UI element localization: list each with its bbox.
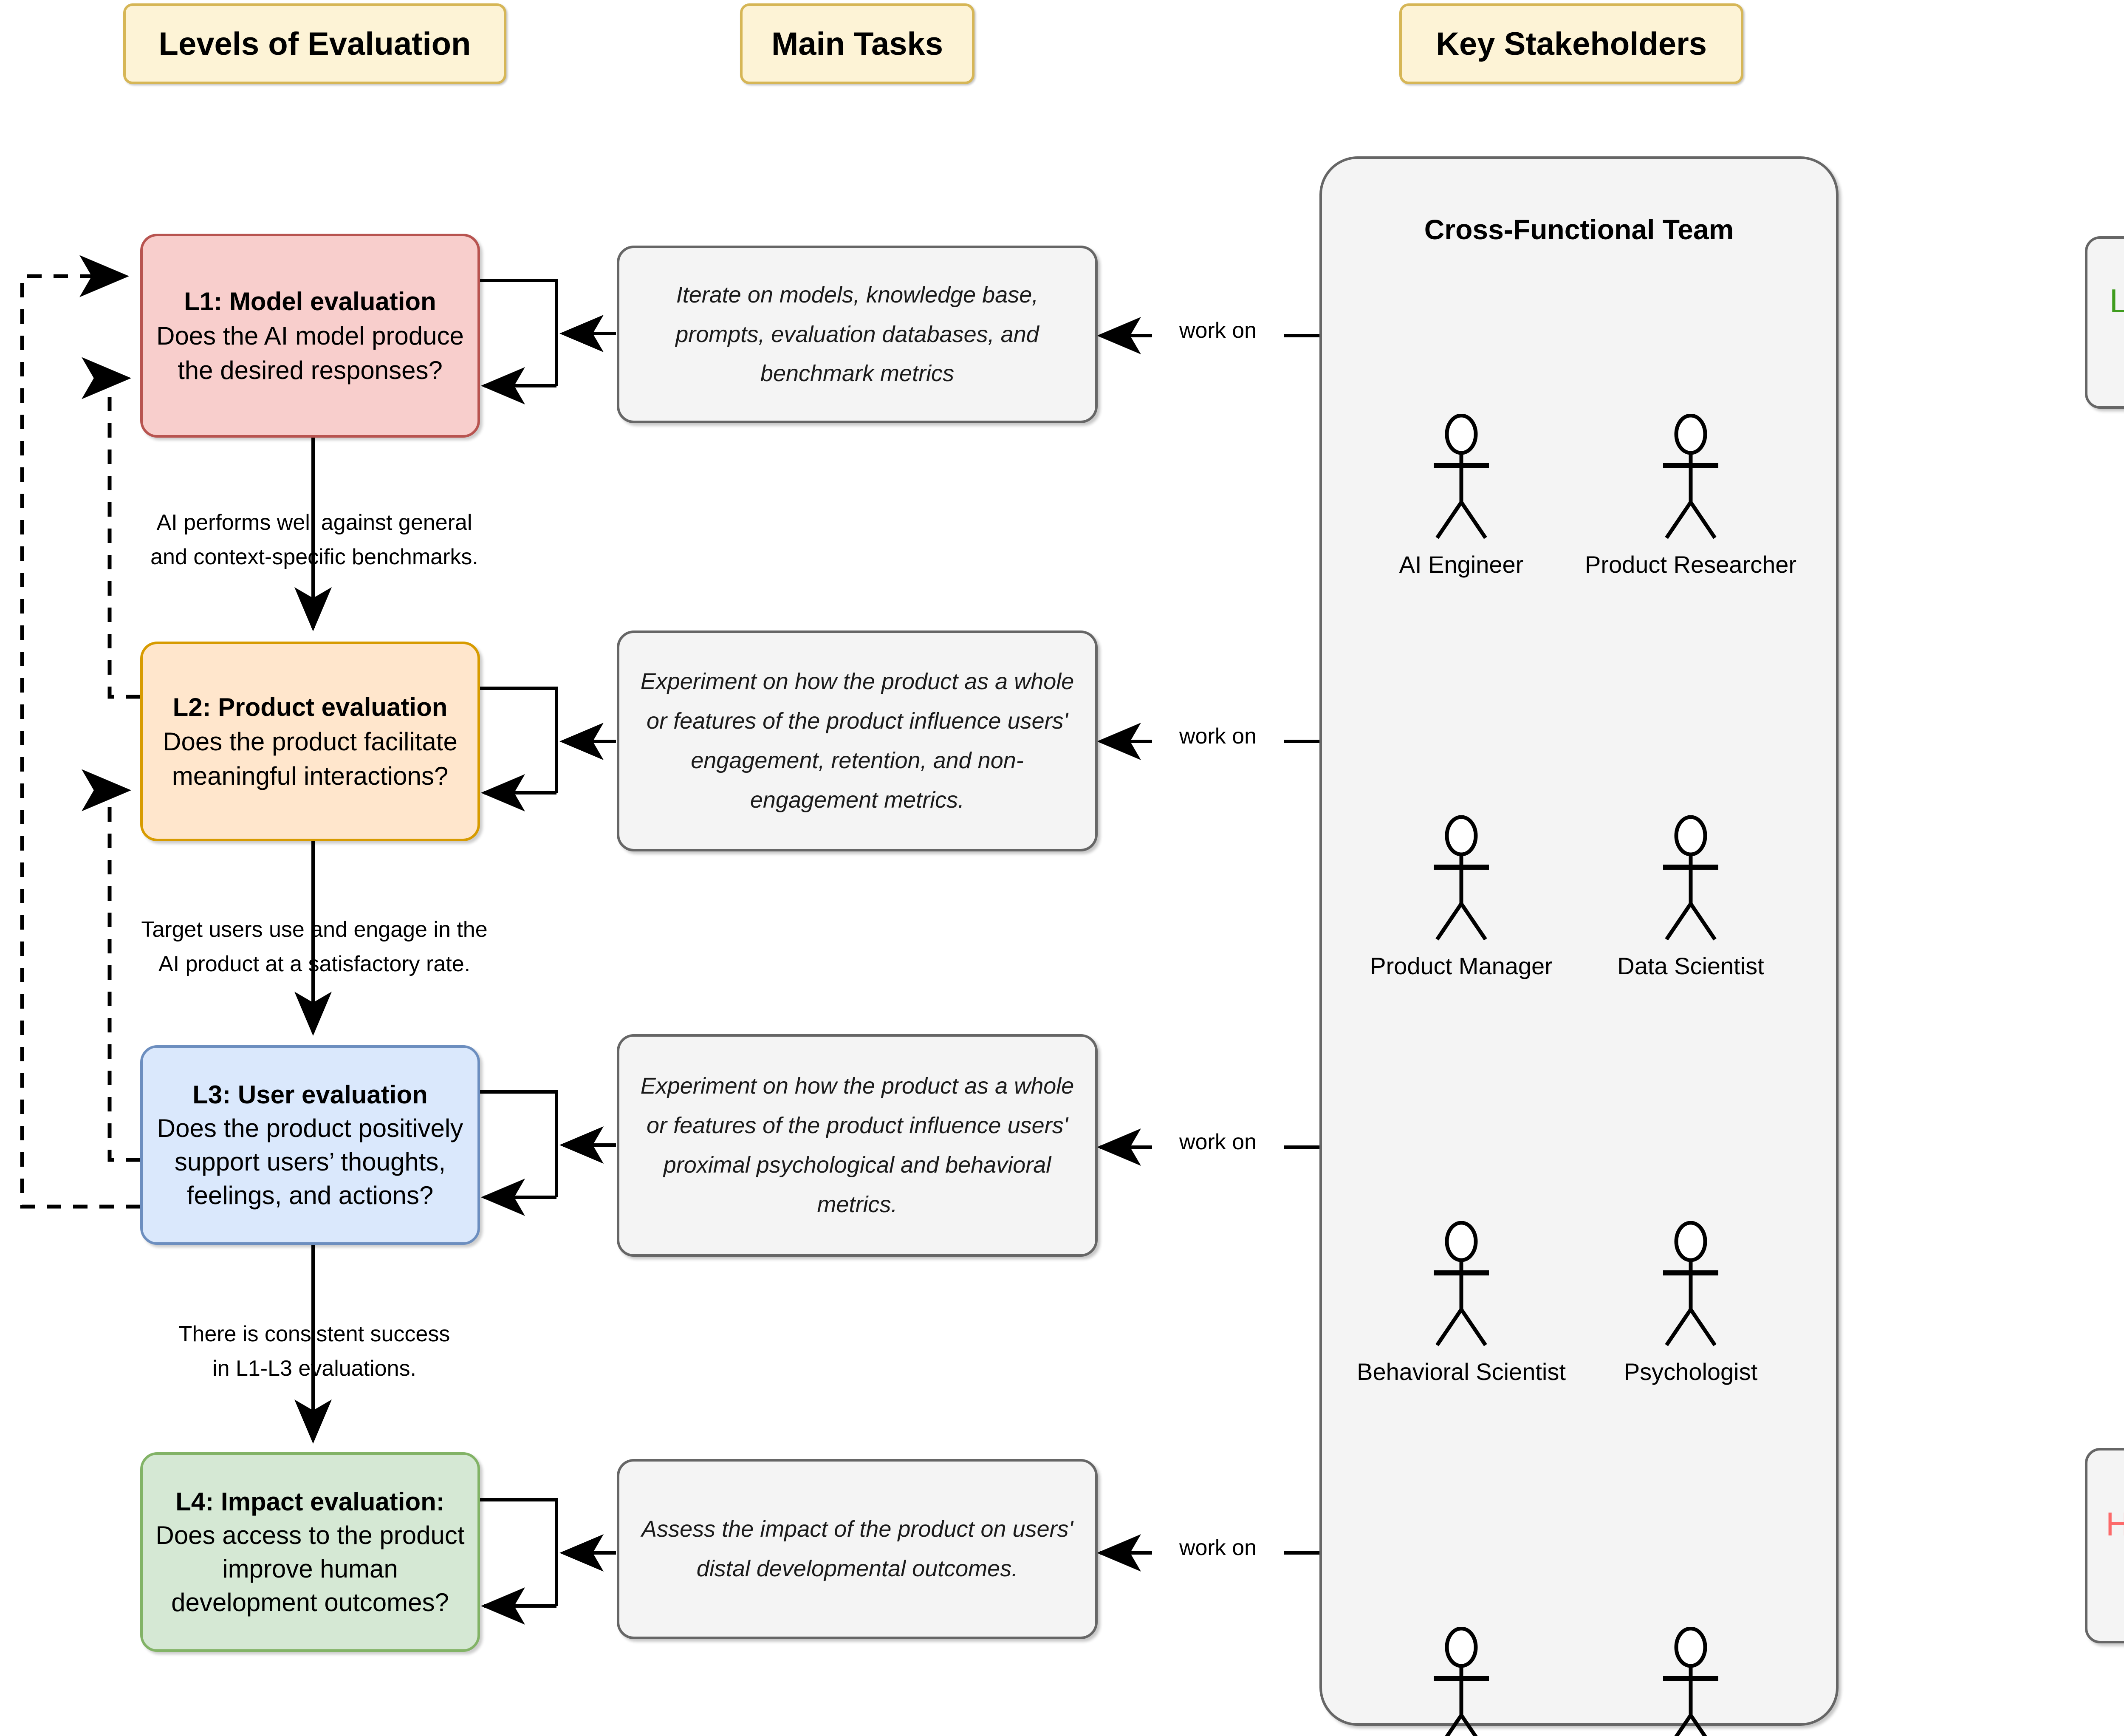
work-on-label-l4: work on [1152,1535,1284,1561]
column-header-levels: Levels of Evaluation [123,3,506,84]
stakeholder-ai-engineer[interactable]: AI Engineer [1376,414,1546,578]
stick-figure-icon [1663,1627,1718,1736]
implication-box-higher[interactable]: Higher cost, risk, and time spent [2085,1448,2124,1643]
cross-functional-team-panel: Cross-Functional Team AI Engineer Produc… [1319,156,1839,1736]
stakeholder-psychologist[interactable]: Psychologist [1597,1221,1784,1385]
column-header-stakeholders: Key Stakeholders [1399,3,1743,84]
stakeholder-label: Psychologist [1624,1358,1758,1385]
level-box-l2[interactable]: L2: Product evaluation Does the product … [140,642,480,841]
stakeholder-economist[interactable]: Economist [1376,1627,1546,1736]
task-box-l1-text: Iterate on models, knowledge base, promp… [675,282,1039,387]
level-box-l1[interactable]: L1: Model evaluation Does the AI model p… [140,234,480,438]
task-box-l4-text: Assess the impact of the product on user… [641,1516,1073,1581]
task-box-l3-text: Experiment on how the product as a whole… [640,1073,1074,1217]
stick-figure-icon [1663,414,1718,539]
level-box-l2-subtitle: Does the product facilitate meaningful i… [163,727,458,790]
level-box-l4-subtitle: Does access to the product improve human… [155,1521,465,1617]
level-box-l3-subtitle: Does the product positively support user… [157,1114,463,1210]
column-header-levels-label: Levels of Evaluation [158,25,471,62]
work-on-label-l1: work on [1152,318,1284,343]
stakeholder-data-scientist[interactable]: Data Scientist [1589,815,1793,980]
transition-label-l1-l2: AI performs well against general and con… [150,510,478,569]
level-box-l4-title: L4: Impact evaluation: [175,1487,445,1516]
stakeholder-product-manager[interactable]: Product Manager [1370,815,1553,980]
cross-functional-team-title: Cross-Functional Team [1424,214,1734,245]
stakeholder-label: AI Engineer [1399,551,1524,578]
work-on-label-l3: work on [1152,1129,1284,1155]
stakeholder-label: Product Researcher [1585,551,1797,578]
stakeholder-label: Product Manager [1370,953,1553,979]
implication-box-higher-text: Higher cost, risk, and time spent [2106,1505,2124,1543]
stakeholder-label: Data Scientist [1617,953,1764,979]
stick-figure-icon [1663,1221,1718,1346]
stick-figure-icon [1434,1221,1489,1346]
task-box-l4[interactable]: Assess the impact of the product on user… [617,1459,1098,1639]
task-box-l3[interactable]: Experiment on how the product as a whole… [617,1034,1098,1257]
stakeholder-label: Behavioral Scientist [1357,1358,1566,1385]
level-box-l4[interactable]: L4: Impact evaluation: Does access to th… [140,1452,480,1652]
transition-label-l2-l3: Target users use and engage in the AI pr… [141,917,488,976]
level-box-l1-title: L1: Model evaluation [184,287,436,316]
level-box-l3-title: L3: User evaluation [192,1080,428,1109]
implication-box-lower[interactable]: Lower cost, risk, and time spent [2085,236,2124,409]
implication-box-lower-text: Lower cost, risk, and time spent [2109,282,2124,319]
stakeholder-product-researcher[interactable]: Product Researcher [1585,414,1796,578]
task-box-l1[interactable]: Iterate on models, knowledge base, promp… [617,246,1098,423]
stakeholder-policy-researcher[interactable]: Policy Researcher [1589,1627,1793,1736]
stick-figure-icon [1663,815,1718,941]
level-box-l3[interactable]: L3: User evaluation Does the product pos… [140,1045,480,1245]
work-on-label-l2: work on [1152,724,1284,749]
transition-label-l3-l4: There is consistent success in L1-L3 eva… [178,1322,450,1381]
task-box-l2[interactable]: Experiment on how the product as a whole… [617,631,1098,851]
stick-figure-icon [1434,414,1489,539]
column-header-tasks: Main Tasks [740,3,974,84]
column-header-stakeholders-label: Key Stakeholders [1436,25,1707,62]
stakeholder-behavioral-scientist[interactable]: Behavioral Scientist [1357,1221,1566,1385]
level-box-l2-title: L2: Product evaluation [172,693,448,721]
stick-figure-icon [1434,1627,1489,1736]
level-box-l1-subtitle: Does the AI model produce the desired re… [156,321,464,385]
task-box-l2-text: Experiment on how the product as a whole… [640,669,1074,813]
stick-figure-icon [1434,815,1489,941]
column-header-tasks-label: Main Tasks [771,25,943,62]
